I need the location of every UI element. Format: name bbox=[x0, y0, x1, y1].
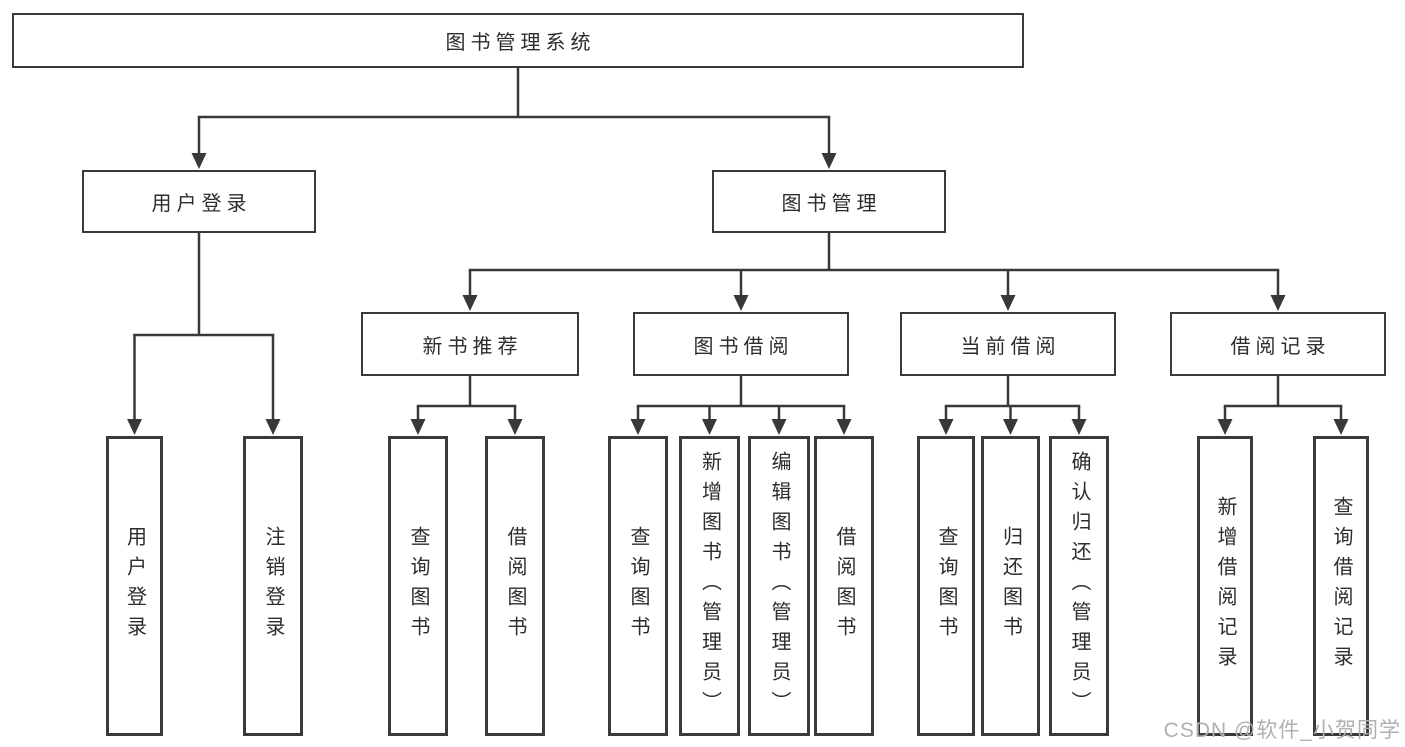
leaf-query-books-borrowing: 查询图书 bbox=[608, 436, 668, 736]
leaf-logout-label: 注销登录 bbox=[262, 526, 284, 646]
node-book-borrowing-label: 图书借阅 bbox=[693, 335, 794, 358]
leaf-user-login-label: 用户登录 bbox=[123, 526, 146, 646]
node-root-label: 图书管理系统 bbox=[445, 32, 596, 54]
node-borrowing-records-label: 借阅记录 bbox=[1230, 335, 1331, 358]
node-current-borrowing-label: 当前借阅 bbox=[960, 335, 1061, 358]
leaf-query-borrow-record-label: 查询借阅记录 bbox=[1330, 496, 1352, 676]
leaf-borrow-books-borrowing-label: 借阅图书 bbox=[833, 526, 855, 646]
leaf-logout: 注销登录 bbox=[243, 436, 303, 736]
leaf-query-books-current: 查询图书 bbox=[917, 436, 975, 736]
node-current-borrowing: 当前借阅 bbox=[900, 312, 1116, 376]
leaf-query-books-current-label: 查询图书 bbox=[935, 526, 957, 646]
leaf-borrow-books-recommend: 借阅图书 bbox=[485, 436, 545, 736]
node-new-book-recommend-label: 新书推荐 bbox=[422, 335, 523, 358]
leaf-add-borrow-record-label: 新增借阅记录 bbox=[1214, 496, 1236, 676]
leaf-add-books-admin-label: 新增图书（管理员） bbox=[698, 451, 721, 721]
leaf-borrow-books-borrowing: 借阅图书 bbox=[814, 436, 874, 736]
leaf-confirm-return-admin: 确认归还（管理员） bbox=[1049, 436, 1109, 736]
leaf-add-books-admin: 新增图书（管理员） bbox=[679, 436, 740, 736]
leaf-add-borrow-record: 新增借阅记录 bbox=[1197, 436, 1253, 736]
leaf-query-books-recommend: 查询图书 bbox=[388, 436, 448, 736]
leaf-user-login: 用户登录 bbox=[106, 436, 163, 736]
node-borrowing-records: 借阅记录 bbox=[1170, 312, 1386, 376]
leaf-return-books-label: 归还图书 bbox=[999, 526, 1022, 646]
node-book-management: 图书管理 bbox=[712, 170, 946, 233]
node-root: 图书管理系统 bbox=[12, 13, 1024, 68]
node-book-management-label: 图书管理 bbox=[781, 193, 882, 215]
node-user-login-label: 用户登录 bbox=[151, 193, 252, 215]
leaf-edit-books-admin: 编辑图书（管理员） bbox=[748, 436, 810, 736]
node-new-book-recommend: 新书推荐 bbox=[361, 312, 579, 376]
node-user-login: 用户登录 bbox=[82, 170, 316, 233]
leaf-query-books-recommend-label: 查询图书 bbox=[407, 526, 429, 646]
leaf-borrow-books-recommend-label: 借阅图书 bbox=[504, 526, 526, 646]
leaf-edit-books-admin-label: 编辑图书（管理员） bbox=[768, 451, 790, 721]
leaf-query-borrow-record: 查询借阅记录 bbox=[1313, 436, 1369, 736]
leaf-confirm-return-admin-label: 确认归还（管理员） bbox=[1068, 451, 1090, 721]
watermark-text: CSDN @软件_小贺同学 bbox=[1163, 719, 1401, 742]
leaf-return-books: 归还图书 bbox=[981, 436, 1040, 736]
node-book-borrowing: 图书借阅 bbox=[633, 312, 849, 376]
leaf-query-books-borrowing-label: 查询图书 bbox=[627, 526, 649, 646]
